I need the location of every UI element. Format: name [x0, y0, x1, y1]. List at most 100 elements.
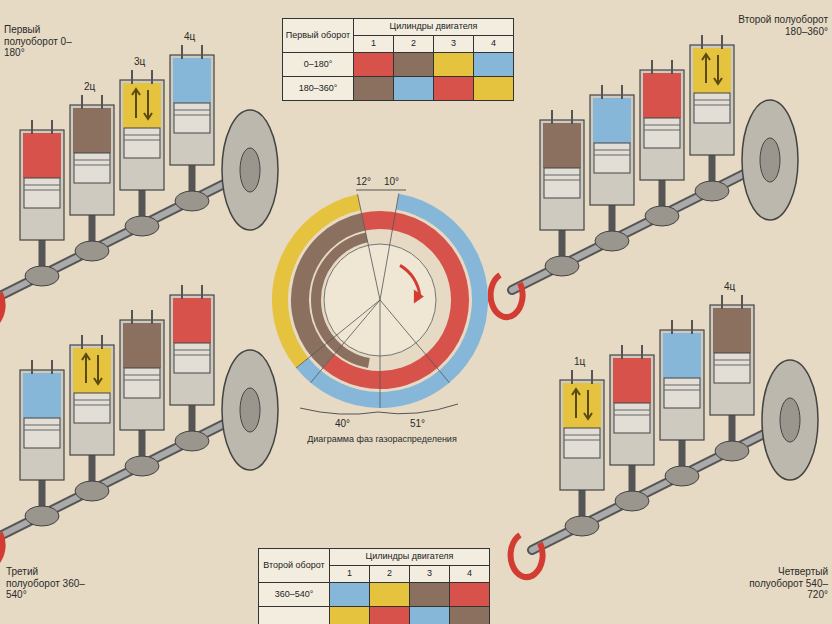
table-cell: Первый оборот: [282, 18, 354, 53]
piston: [594, 143, 630, 173]
valve-stem: [151, 310, 153, 324]
color-cell: [369, 606, 410, 624]
piston-ring: [74, 400, 110, 401]
valve-stem: [181, 45, 183, 59]
valve-stem: [31, 360, 33, 374]
engine-drawing: [491, 35, 798, 317]
valve-stem: [641, 345, 643, 359]
gas-charge: [663, 333, 701, 378]
gas-charge: [613, 358, 651, 403]
gas-charge: [713, 308, 751, 353]
gas-charge: [563, 383, 601, 428]
valve-stem: [621, 85, 623, 99]
table-text: 1: [347, 569, 352, 579]
flywheel-hub: [760, 138, 780, 182]
cylinder: [120, 80, 164, 190]
valve-stem: [101, 95, 103, 109]
cylinder: [170, 55, 214, 165]
table-text: 2: [411, 39, 416, 49]
gas-charge: [643, 73, 681, 118]
crank-throw: [665, 466, 699, 486]
valve-stem: [201, 285, 203, 299]
valve-stem: [131, 310, 133, 324]
stroke-arrow: [132, 89, 152, 119]
half-turn-label: Третий полуоборот 360–540°: [6, 566, 88, 601]
crank-throw: [545, 256, 579, 276]
timing-line: [358, 194, 380, 300]
piston-ring: [24, 190, 60, 191]
crank-throw: [715, 441, 749, 461]
piston-ring: [174, 115, 210, 116]
rotation-arrow: [0, 285, 3, 327]
table-cell: 180–360°: [282, 76, 354, 101]
color-cell: [433, 76, 474, 101]
color-cell: [473, 52, 514, 77]
piston: [544, 168, 580, 198]
piston-ring: [174, 350, 210, 351]
color-cell: [473, 76, 514, 101]
piston: [174, 343, 210, 373]
table-cell: Второй оборот: [258, 548, 330, 583]
valve-stem: [51, 360, 53, 374]
half-turn-label: Второй полуоборот 180–360°: [738, 14, 828, 37]
piston: [124, 368, 160, 398]
piston: [24, 178, 60, 208]
crank-throw: [175, 431, 209, 451]
piston-ring: [594, 155, 630, 156]
piston-ring: [24, 425, 60, 426]
cylinder: [70, 345, 114, 455]
piston-ring: [24, 185, 60, 186]
cylinder: [710, 305, 754, 415]
valve-stem: [621, 345, 623, 359]
table-text: 2: [387, 569, 392, 579]
crank-throw: [565, 516, 599, 536]
flywheel-hub: [240, 148, 260, 192]
color-cell: [353, 52, 394, 77]
piston-ring: [124, 135, 160, 136]
color-cell: [449, 582, 490, 607]
valve-stem: [671, 320, 673, 334]
table-text: Второй оборот: [263, 561, 324, 571]
piston-ring: [74, 165, 110, 166]
cylinder: [690, 45, 734, 155]
valve-stem: [551, 110, 553, 124]
valve-stem: [201, 45, 203, 59]
cylinder-number: 4ц: [184, 31, 195, 43]
crank-throw: [75, 481, 109, 501]
engine-drawing: [0, 285, 278, 567]
crank-throw: [645, 206, 679, 226]
table-cell: 1: [353, 35, 394, 53]
valve-stem: [601, 85, 603, 99]
piston: [174, 103, 210, 133]
valve-stem: [701, 35, 703, 49]
valve-stem: [671, 60, 673, 74]
timing-line: [380, 300, 449, 383]
crank-throw: [695, 181, 729, 201]
arrow-head: [414, 290, 424, 304]
piston-ring: [24, 430, 60, 431]
crank-throw: [595, 231, 629, 251]
cylinder-number: 3ц: [134, 56, 145, 68]
dimension-bracket: [356, 190, 406, 191]
color-cell: [353, 76, 394, 101]
half-turn-label: Первый полуоборот 0–180°: [4, 24, 82, 59]
flywheel-hub: [240, 388, 260, 432]
table-cell: 4: [473, 35, 514, 53]
color-table: Второй оборотЦилиндры двигателя1234360–5…: [258, 548, 490, 624]
valve-stem: [721, 295, 723, 309]
color-table: Первый оборотЦилиндры двигателя12340–180…: [282, 18, 514, 100]
color-cell: [409, 606, 450, 624]
crank-throw: [75, 241, 109, 261]
table-cell: 2: [369, 565, 410, 583]
gas-charge: [543, 123, 581, 168]
valve-stem: [101, 335, 103, 349]
piston-ring: [544, 175, 580, 176]
cylinder: [170, 295, 214, 405]
cylinder: [540, 120, 584, 230]
gas-charge: [173, 58, 211, 103]
dimension-bracket: [300, 404, 458, 414]
piston: [74, 153, 110, 183]
half-turn-label: Четвертый полуоборот 540–720°: [734, 566, 828, 601]
gas-charge: [693, 48, 731, 93]
gas-charge: [73, 108, 111, 153]
